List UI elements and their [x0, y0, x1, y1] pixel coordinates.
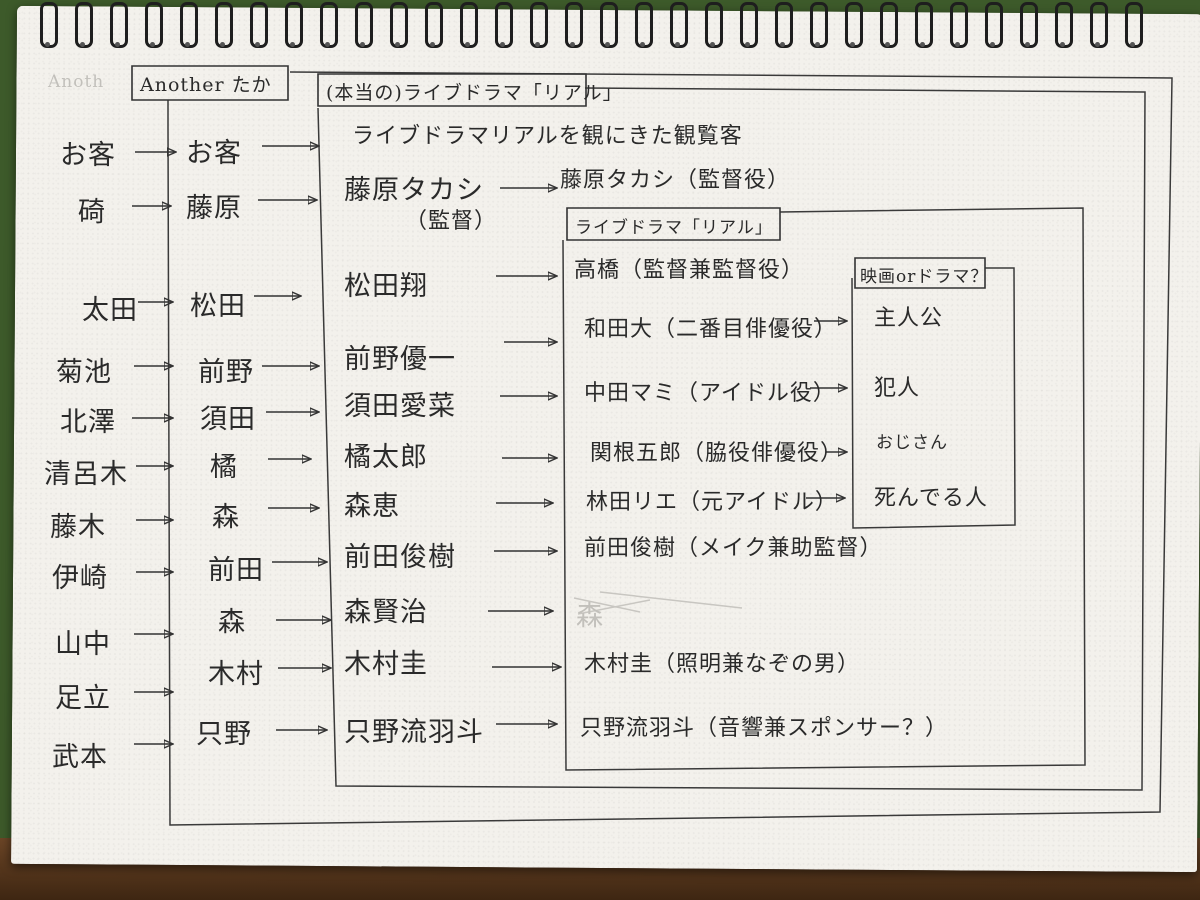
spiral-ring: [1125, 2, 1143, 48]
arrows-layer: [132, 146, 846, 744]
spiral-ring: [705, 2, 723, 48]
spiral-ring: [75, 2, 93, 48]
col2-name: 前野優一: [344, 344, 456, 375]
strike-through: [574, 592, 742, 614]
col1-name: 橘: [210, 452, 238, 483]
spiral-ring: [600, 2, 618, 48]
col0-name: 足立: [55, 683, 111, 714]
col0-name: 武本: [52, 742, 108, 773]
header-box-drama: [567, 208, 780, 240]
spiral-ring: [460, 2, 478, 48]
spiral-ring: [250, 2, 268, 48]
col2-name: 橘太郎: [344, 442, 428, 473]
col0-name: 北澤: [60, 407, 116, 438]
col3-name: 只野流羽斗（音響兼スポンサー？）: [580, 716, 949, 741]
col2-name: 森恵: [344, 491, 400, 522]
spiral-ring: [810, 2, 828, 48]
col1-name: 松田: [190, 291, 246, 322]
spiral-ring: [285, 2, 303, 48]
frame-drama-inner: [563, 208, 1085, 770]
col3-name: 和田大（二番目俳優役）: [584, 317, 838, 342]
col3-name: 林田リエ（元アイドル）: [586, 490, 838, 515]
col0-faint-header: Anoth: [48, 72, 105, 92]
col4-header: 映画orドラマ？: [860, 267, 989, 287]
col2-name: （監督）: [405, 209, 498, 234]
col2-name: 前田俊樹: [344, 542, 456, 573]
spiral-ring: [740, 2, 758, 48]
header-box-another-takanashi: [132, 66, 288, 100]
col0-name: お客: [60, 140, 116, 171]
col0-name: 碕: [78, 197, 106, 228]
col1-name: 須田: [200, 404, 256, 435]
spiral-ring: [880, 2, 898, 48]
spiral-ring: [985, 2, 1003, 48]
col0-name: 藤木: [50, 512, 106, 543]
col4-name: おじさん: [876, 433, 948, 453]
col3-name: 前田俊樹（メイク兼助監督）: [584, 536, 883, 561]
col1-name: 前田: [208, 555, 264, 586]
col1-name: 木村: [208, 659, 264, 690]
col1-name: 森: [218, 607, 246, 638]
col0-name: 清呂木: [44, 459, 128, 490]
col2-name: 藤原タカシ: [344, 175, 484, 206]
spiral-ring: [145, 2, 163, 48]
col1-name: 前野: [198, 357, 254, 388]
col2-header: (本当の)ライブドラマ「リアル」: [326, 82, 623, 104]
spiral-ring: [775, 2, 793, 48]
col2-name: 只野流羽斗: [344, 717, 484, 748]
spiral-ring: [495, 2, 513, 48]
col4-name: 死んでる人: [874, 486, 988, 511]
spiral-ring: [1055, 2, 1073, 48]
header-box-movie: [855, 258, 985, 288]
col3-crossed-out: 森: [576, 601, 604, 632]
spiral-ring: [1020, 2, 1038, 48]
spiral-ring: [320, 2, 338, 48]
col2-subtitle: ライブドラマリアルを観にきた観覧客: [352, 124, 743, 149]
col3-name: 関根五郎（脇役俳優役）: [590, 441, 844, 466]
spiral-ring: [180, 2, 198, 48]
col0-name: 山中: [55, 629, 111, 660]
spiral-ring: [670, 2, 688, 48]
spiral-binding: [40, 2, 1200, 48]
spiral-ring: [390, 2, 408, 48]
col0-name: 太田: [82, 295, 138, 326]
col1-name: お客: [186, 138, 242, 169]
col3-name: 木村圭（照明兼なぞの男）: [584, 652, 861, 677]
col4-name: 主人公: [874, 306, 944, 331]
spiral-ring: [1090, 2, 1108, 48]
spiral-ring: [915, 2, 933, 48]
header-box-real: [318, 74, 586, 106]
spiral-ring: [530, 2, 548, 48]
col3-above-box: 藤原タカシ（監督役）: [560, 168, 791, 193]
spiral-ring: [635, 2, 653, 48]
col1-name: 藤原: [186, 193, 242, 224]
col2-name: 木村圭: [344, 649, 428, 680]
spiral-ring: [950, 2, 968, 48]
col1-name: 森: [212, 502, 240, 533]
spiral-ring: [355, 2, 373, 48]
spiral-ring: [425, 2, 443, 48]
col1-header: Another たか: [140, 74, 272, 96]
col3-header: ライブドラマ「リアル」: [575, 218, 773, 238]
col3-name: 中田マミ（アイドル役）: [584, 381, 836, 406]
spiral-ring: [215, 2, 233, 48]
col0-name: 菊池: [56, 357, 112, 388]
col4-name: 犯人: [874, 376, 921, 401]
col2-name: 森賢治: [344, 597, 428, 628]
spiral-ring: [110, 2, 128, 48]
spiral-ring: [845, 2, 863, 48]
col1-name: 只野: [196, 719, 252, 750]
col2-name: 須田愛菜: [344, 391, 456, 422]
col2-name: 松田翔: [344, 271, 428, 302]
spiral-ring: [565, 2, 583, 48]
spiral-ring: [40, 2, 58, 48]
frame-another-takanashi: [168, 72, 1172, 825]
col0-name: 伊崎: [52, 563, 108, 594]
col3-name: 高橋（監督兼監督役）: [574, 258, 805, 283]
